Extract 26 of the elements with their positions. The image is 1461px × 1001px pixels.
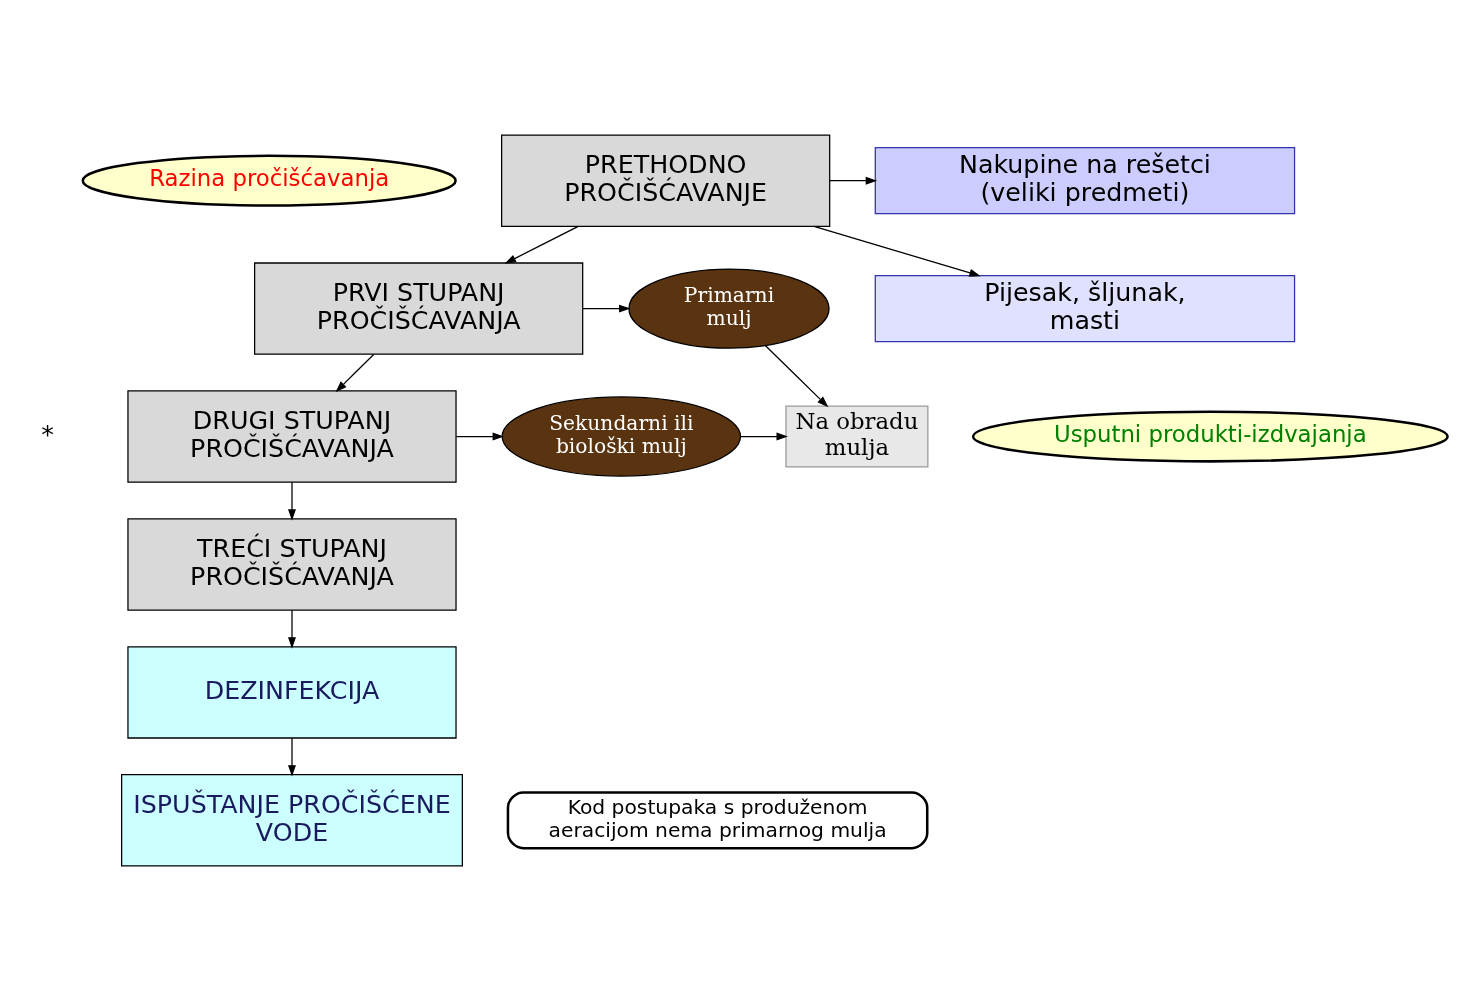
node-box: PRETHODNO PROČIŠĆAVANJE [501,134,831,227]
node-ellipse: Sekundarni ili biološki mulj [501,396,742,477]
arrow [335,353,375,393]
arrow [288,481,296,521]
arrow [739,432,788,441]
arrow [829,176,878,185]
node-box: DEZINFEKCIJA [127,646,457,739]
arrow [288,609,296,649]
node-ellipse: Usputni produkti-izdvajanja [971,410,1449,463]
arrow [455,432,504,441]
node-box: PRVI STUPANJ PROČIŠĆAVANJA [254,262,584,355]
node-ellipse: Primarni mulj [628,268,830,349]
node-box: ISPUŠTANJE PROČIŠĆENE VODE [121,774,463,867]
node-box: DRUGI STUPANJ PROČIŠĆAVANJA [127,390,457,483]
node-box: Kod postupaka s produženom aeracijom nema primarnog mulja [506,791,929,850]
arrow [764,344,829,408]
node-ellipse: Razina pročišćavanja [81,154,457,207]
arrow [582,304,631,313]
label: * [41,418,54,449]
node-box: Nakupine na rešetci (veliki predmeti) [874,147,1296,215]
arrow [504,225,579,264]
arrow [288,737,296,777]
node-box: Pijesak, šljunak, masti [874,275,1296,343]
arrow [813,225,981,277]
node-box: TREĆI STUPANJ PROČIŠĆAVANJA [127,518,457,611]
node-box: Na obradu mulja [785,405,929,468]
